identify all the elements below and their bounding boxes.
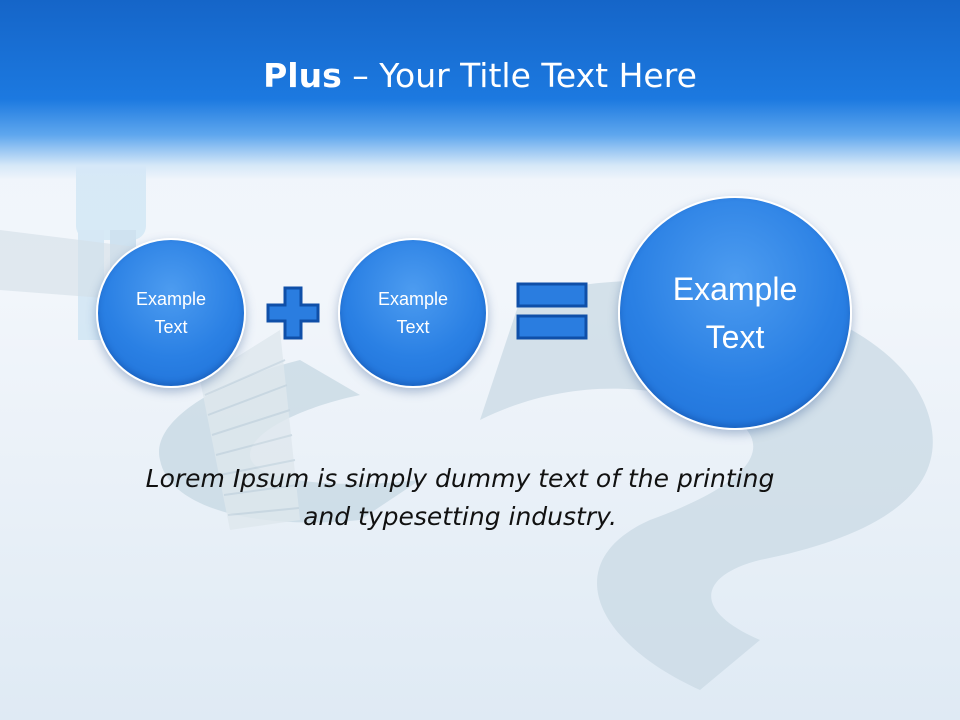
middle-circle-line2: Text bbox=[396, 317, 430, 337]
caption-line1: Lorem Ipsum is simply dummy text of the … bbox=[145, 464, 775, 493]
middle-circle[interactable]: Example Text bbox=[338, 238, 488, 388]
plus-icon bbox=[266, 286, 320, 340]
middle-circle-line1: Example bbox=[377, 289, 449, 309]
equals-icon bbox=[516, 282, 588, 340]
left-circle-line2: Text bbox=[154, 317, 188, 337]
title-rest: – Your Title Text Here bbox=[341, 56, 697, 95]
caption-line2: and typesetting industry. bbox=[303, 502, 617, 531]
result-circle-line1: Example bbox=[672, 271, 798, 307]
result-circle[interactable]: Example Text bbox=[618, 196, 852, 430]
left-circle[interactable]: Example Text bbox=[96, 238, 246, 388]
stairs-shape bbox=[200, 330, 300, 530]
title-bold: Plus bbox=[263, 56, 342, 95]
result-circle-line2: Text bbox=[705, 319, 765, 355]
left-circle-line1: Example bbox=[135, 289, 207, 309]
body-caption: Lorem Ipsum is simply dummy text of the … bbox=[80, 460, 840, 536]
slide-title: Plus – Your Title Text Here bbox=[0, 54, 960, 98]
title-banner bbox=[0, 0, 960, 180]
